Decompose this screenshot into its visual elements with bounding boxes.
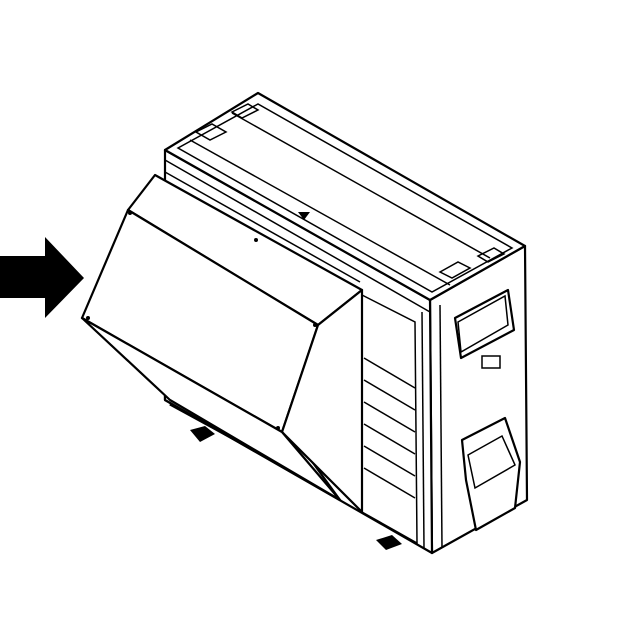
louvers <box>363 357 416 499</box>
wind-guard-hood <box>80 171 364 514</box>
valve-cover <box>460 416 522 532</box>
service-cover-box <box>453 288 516 360</box>
direction-arrow-icon <box>0 237 84 318</box>
unit-top <box>163 91 527 302</box>
mounting-foot-left <box>190 426 215 442</box>
top-panel-inner <box>176 103 514 293</box>
outdoor-unit <box>80 91 529 555</box>
mounting-foot-right <box>376 535 402 550</box>
